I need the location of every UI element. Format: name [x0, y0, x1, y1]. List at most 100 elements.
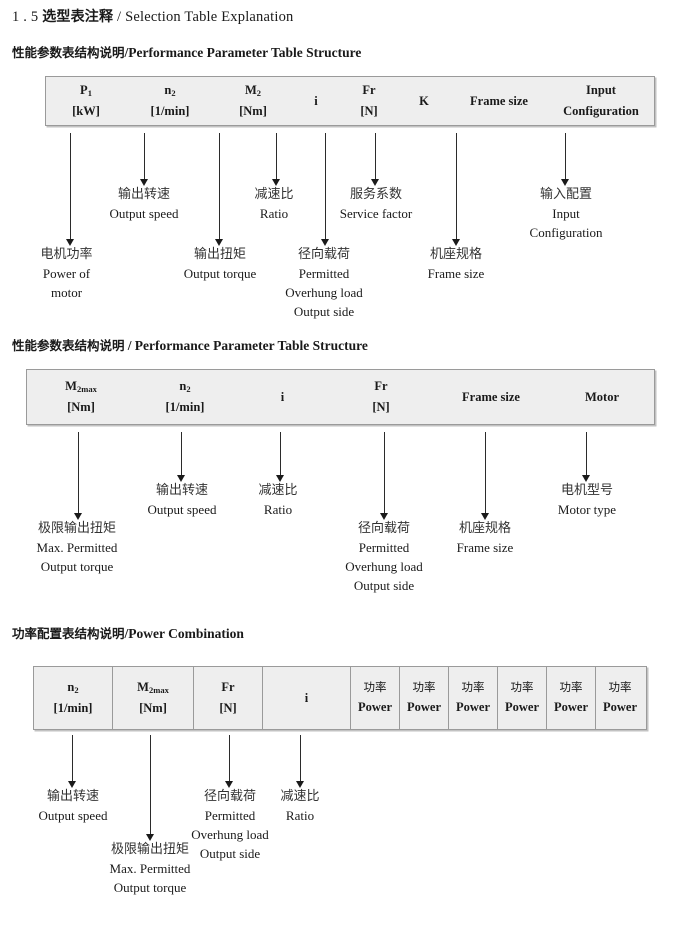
- annotation-output-speed-3-cn: 输出转速: [46, 789, 99, 804]
- section-heading-1-sep: /: [124, 45, 129, 60]
- table1-col-fr: Fr [N]: [340, 77, 398, 125]
- table3-col-power-6: 功率 Power: [595, 667, 644, 729]
- table3-col-power-2-en: Power: [406, 700, 441, 715]
- annotation-ratio-2-cn: 减速比: [258, 483, 298, 498]
- annotation-ratio-cn: 减速比: [254, 187, 294, 202]
- section-heading-1-cn: 性能参数表结构说明: [12, 45, 125, 60]
- annotation-output-speed-2: 输出转速 Output speed: [127, 482, 237, 520]
- section-number: 1 . 5: [12, 9, 39, 25]
- table1-col-p1-unit: [kW]: [72, 104, 100, 118]
- section-heading-3-sep: /: [124, 626, 129, 641]
- table2-col-m2max: M2max [Nm]: [27, 370, 135, 424]
- arrow-output-speed-3: [68, 735, 77, 788]
- page-title-en: Selection Table Explanation: [125, 9, 294, 25]
- table3-col-power-3: 功率 Power: [448, 667, 497, 729]
- annotation-max-permitted-output-torque: 极限输出扭矩 Max. Permitted Output torque: [18, 520, 136, 577]
- table1-col-configuration-label: Configuration: [563, 104, 639, 118]
- annotation-input-configuration: 输入配置 Input Configuration: [510, 186, 622, 243]
- table1-col-i: i: [292, 77, 340, 125]
- table3-col-fr-unit: [N]: [219, 701, 237, 715]
- annotation-power-of-motor: 电机功率 Power of motor: [14, 246, 119, 303]
- arrow-motor-type: [582, 432, 591, 482]
- annotation-output-speed-cn: 输出转速: [117, 187, 170, 202]
- table1-col-m2-unit: [Nm]: [239, 104, 267, 118]
- annotation-max-torque-cn: 极限输出扭矩: [37, 521, 116, 536]
- arrow-max-permitted-output-torque: [74, 432, 83, 520]
- annotation-max-permitted-output-torque-3: 极限输出扭矩 Max. Permitted Output torque: [91, 841, 209, 898]
- arrow-ratio-3: [296, 735, 305, 788]
- table2-col-i: i: [235, 370, 330, 424]
- annotation-power-of-motor-en-2: motor: [50, 284, 83, 300]
- table1-col-k: K: [398, 77, 450, 125]
- table2-col-n2-symbol: n2: [179, 379, 191, 395]
- annotation-ratio-2-en: Ratio: [263, 501, 293, 517]
- table2-col-n2: n2 [1/min]: [135, 370, 235, 424]
- annotation-overhung-load-en-1: Permitted: [298, 265, 350, 281]
- annotation-ratio-3-en: Ratio: [285, 807, 315, 823]
- table3-col-power-5: 功率 Power: [546, 667, 595, 729]
- table3-col-power-3-en: Power: [455, 700, 490, 715]
- table3-col-power-4-en: Power: [504, 700, 539, 715]
- annotation-input-configuration-en-2: Configuration: [529, 224, 603, 240]
- table3-col-fr: Fr [N]: [193, 667, 262, 729]
- table1-col-k-symbol: K: [419, 93, 429, 108]
- table3-col-power-2: 功率 Power: [399, 667, 448, 729]
- arrow-ratio: [272, 133, 281, 186]
- page-title-cn: 选型表注释: [42, 9, 114, 25]
- annotation-motor-type-cn: 电机型号: [560, 483, 613, 498]
- table1-col-input-label: Input: [586, 83, 616, 98]
- title-separator: /: [117, 9, 122, 25]
- table3-col-n2: n2 [1/min]: [34, 667, 112, 729]
- table1-col-n2-symbol: n2: [164, 83, 176, 99]
- annotation-output-torque-en: Output torque: [183, 265, 257, 281]
- annotation-power-of-motor-cn: 电机功率: [40, 247, 93, 262]
- page-title: 1 . 5 选型表注释 / Selection Table Explanatio…: [12, 6, 294, 26]
- section-heading-2-en: Performance Parameter Table Structure: [134, 338, 368, 353]
- annotation-frame-size-2-en: Frame size: [456, 539, 514, 555]
- table1-col-p1: P1 [kW]: [46, 77, 126, 125]
- table3-col-power-1-en: Power: [357, 700, 392, 715]
- annotation-overhung-load-2-en-1: Permitted: [358, 539, 410, 555]
- annotation-output-torque: 输出扭矩 Output torque: [164, 246, 276, 284]
- annotation-overhung-load-2-en-3: Output side: [353, 577, 415, 593]
- annotation-ratio: 减速比 Ratio: [237, 186, 311, 224]
- table1-col-fr-symbol: Fr: [362, 83, 376, 98]
- annotation-output-speed: 输出转速 Output speed: [89, 186, 199, 224]
- arrow-frame-size: [452, 133, 461, 246]
- table2-col-motor-label: Motor: [584, 389, 619, 404]
- table2-col-m2max-symbol: M2max: [65, 379, 97, 395]
- annotation-overhung-load-en-3: Output side: [293, 303, 355, 319]
- annotation-overhung-load-2-en-2: Overhung load: [345, 558, 423, 574]
- annotation-motor-type-en: Motor type: [557, 501, 617, 517]
- power-combination-table: n2 [1/min] M2max [Nm] Fr [N] i 功率 Power …: [33, 666, 647, 730]
- arrow-output-speed: [140, 133, 149, 186]
- annotation-max-torque-en-2: Output torque: [40, 558, 114, 574]
- table1-col-n2: n2 [1/min]: [126, 77, 214, 125]
- table3-col-n2-symbol: n2: [67, 680, 79, 696]
- annotation-ratio-en: Ratio: [259, 205, 289, 221]
- arrow-max-permitted-output-torque-3: [146, 735, 155, 841]
- table2-col-motor: Motor: [550, 370, 654, 424]
- table2-col-fr: Fr [N]: [330, 370, 432, 424]
- annotation-service-factor: 服务系数 Service factor: [321, 186, 431, 224]
- annotation-power-of-motor-en-1: Power of: [42, 265, 91, 281]
- section-heading-1-en: Performance Parameter Table Structure: [128, 45, 362, 60]
- annotation-overhung-load-3-en-1: Permitted: [204, 807, 256, 823]
- arrow-power-of-motor: [66, 133, 75, 246]
- table2-col-i-symbol: i: [280, 389, 285, 404]
- annotation-overhung-load-cn: 径向载荷: [297, 247, 350, 262]
- annotation-input-configuration-cn: 输入配置: [539, 187, 592, 202]
- annotation-output-speed-2-cn: 输出转速: [155, 483, 208, 498]
- table1-col-input-configuration: Input Configuration: [548, 77, 654, 125]
- table1-col-p1-symbol: P1: [80, 83, 92, 99]
- section-heading-1: 性能参数表结构说明/Performance Parameter Table St…: [12, 42, 361, 61]
- annotation-frame-size-2: 机座规格 Frame size: [429, 520, 541, 558]
- annotation-overhung-load-3-en-3: Output side: [199, 845, 261, 861]
- annotation-frame-size: 机座规格 Frame size: [400, 246, 512, 284]
- annotation-frame-size-2-cn: 机座规格: [458, 521, 511, 536]
- annotation-overhung-load-3: 径向载荷 Permitted Overhung load Output side: [173, 788, 287, 863]
- arrow-input-configuration: [561, 133, 570, 186]
- annotation-service-factor-cn: 服务系数: [349, 187, 402, 202]
- annotation-overhung-load-2: 径向载荷 Permitted Overhung load Output side: [327, 520, 441, 595]
- table1-col-frame-size-label: Frame size: [470, 93, 528, 108]
